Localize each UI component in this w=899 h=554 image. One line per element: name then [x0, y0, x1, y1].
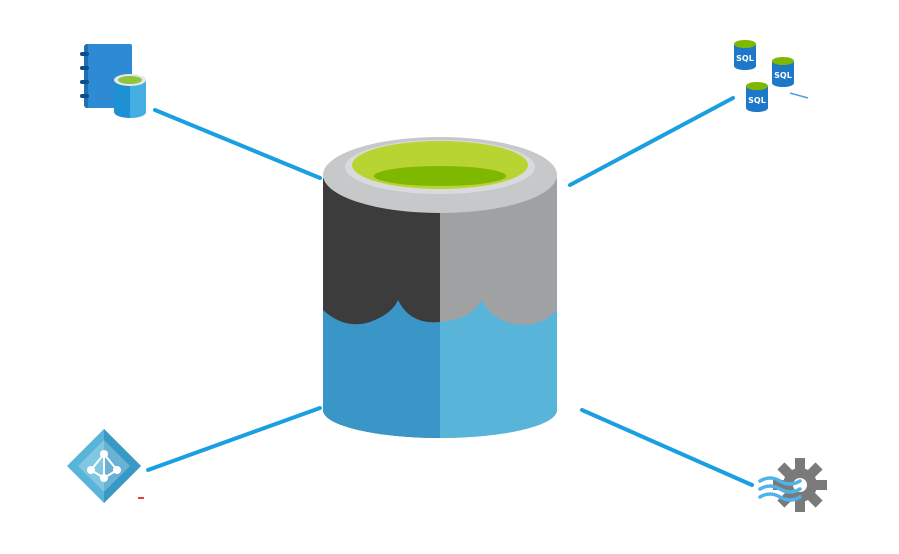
data-lake-storage-icon [323, 137, 557, 438]
cylinder-liquid-shade [374, 166, 506, 186]
connector-notebook-database [153, 108, 322, 180]
connector-active-directory [146, 406, 322, 472]
cylinder-wave-right [440, 300, 557, 438]
sql-db-1: SQL [734, 40, 756, 70]
active-directory-icon [67, 429, 144, 503]
connector-sql-databases [568, 96, 735, 187]
stream-analytics-icon [758, 458, 827, 512]
sql-db-2: SQL [772, 57, 794, 87]
connector-lines [146, 96, 754, 487]
sql-label-1: SQL [736, 54, 754, 63]
connector-stream-analytics [580, 408, 754, 487]
sql-label-3: SQL [748, 96, 766, 105]
cylinder-wave-left [323, 300, 440, 438]
sql-databases-icon: SQL SQL SQL [734, 40, 809, 112]
sql-label-2: SQL [774, 71, 792, 80]
notebook-database-icon [80, 44, 146, 118]
sql-db-3: SQL [746, 82, 768, 112]
